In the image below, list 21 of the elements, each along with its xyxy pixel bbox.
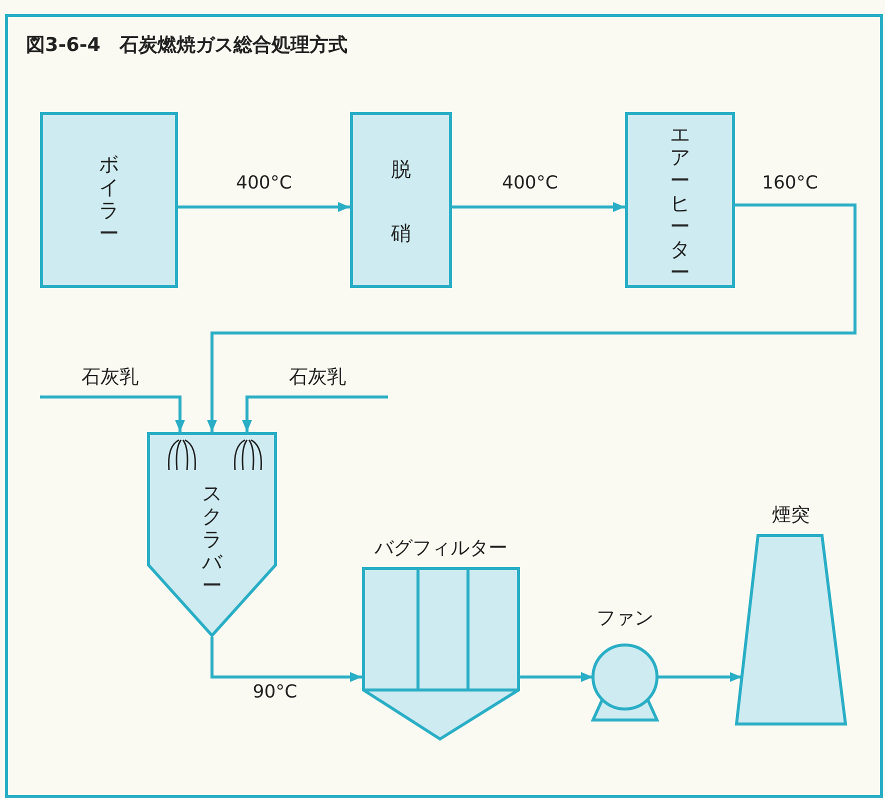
title: 図3-6-4 石炭燃焼ガス総合処理方式: [26, 33, 348, 58]
arrow: [40, 396, 185, 432]
arrow: [452, 202, 625, 212]
box-label: ボイラー: [98, 153, 120, 245]
box-label: 脱硝: [390, 156, 412, 247]
arrow: [210, 637, 362, 682]
box-label: エアーヒーター: [669, 123, 691, 284]
arrow: [207, 204, 856, 432]
equipment-label: バグフィルター: [374, 536, 508, 561]
process-box: [350, 112, 452, 288]
arrow: [520, 672, 593, 682]
equipment-label: ファン: [596, 606, 654, 631]
vessel-label: スクラバー: [201, 482, 224, 597]
arrow: [657, 672, 742, 682]
process-box: [40, 112, 178, 288]
process-box: [625, 112, 735, 288]
arrow: [242, 396, 388, 432]
input-label: 石灰乳: [80, 365, 140, 390]
equipment-label: 煙突: [771, 503, 811, 528]
arrow: [178, 202, 350, 212]
input-label: 石灰乳: [288, 365, 347, 390]
